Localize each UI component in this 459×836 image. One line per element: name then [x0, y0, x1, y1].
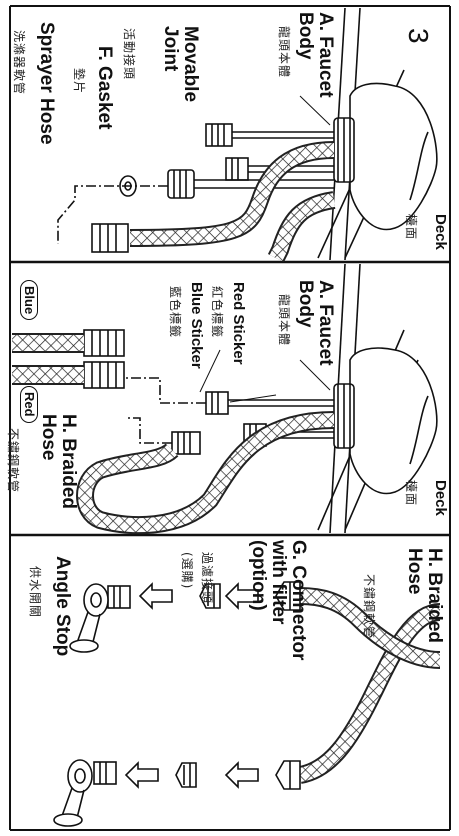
movable-joint-label: Movable Joint	[160, 26, 201, 103]
connector-filter-label-zh: 過濾接頭	[200, 552, 214, 605]
panel1-faucet-body-label: A. Faucet Body	[295, 12, 336, 98]
panel3-braided-hose	[297, 587, 442, 784]
step-number: 3	[403, 28, 434, 44]
sprayer-hose-label-zh: 洗滌器軟管	[12, 30, 26, 96]
panel2-drawing	[83, 263, 438, 534]
red-hose-tag: Red	[20, 386, 38, 423]
red-sticker-label-zh: 紅色標籤	[210, 286, 224, 339]
panel-frames	[9, 5, 451, 831]
panel2-deck-label-zh: 檯面	[404, 480, 418, 507]
gasket-label: F. Gasket	[94, 46, 115, 130]
red-sticker-label: Red Sticker	[230, 282, 247, 365]
blue-hose-tag: Blue	[20, 280, 38, 321]
panel1-braided-hose	[129, 141, 336, 263]
panel1-deck-label-zh: 檯面	[404, 214, 418, 241]
panel2-braided-hose-label: H. Braided Hose	[38, 414, 79, 510]
panel2-faucet-body-label: A. Faucet Body	[295, 280, 336, 366]
movable-joint-label-zh: 活動接頭	[122, 28, 136, 81]
panel3-braided-hose-label-zh: 不鏽鋼軟管	[362, 574, 376, 640]
panel3-drawing	[53, 581, 301, 827]
gasket-label-zh: 墊片	[72, 68, 86, 95]
angle-stop-label: Angle Stop	[52, 556, 73, 657]
blue-sticker-label: Blue Sticker	[188, 282, 205, 369]
panel3-braided-hose-label: H. Braided Hose	[404, 548, 445, 644]
connector-filter-label: G. Connector with filter (option)	[248, 540, 309, 661]
panel2-deck-label: Deck	[432, 480, 449, 516]
panel1-drawing	[57, 7, 438, 261]
panel1-deck-label: Deck	[432, 214, 449, 250]
panel2-braided-hose-label-zh: 不鏽鋼軟管	[6, 428, 20, 494]
panel2-braided-hoses	[12, 333, 335, 535]
panel1-faucet-body-label-zh: 龍頭本體	[277, 26, 291, 79]
blue-sticker-label-zh: 藍色標籤	[168, 286, 182, 339]
connector-option-label-zh: (選購)	[180, 552, 194, 590]
panel2-faucet-body-label-zh: 龍頭本體	[277, 294, 291, 347]
label-pointers	[199, 95, 331, 403]
sprayer-hose-label: Sprayer Hose	[36, 22, 57, 145]
angle-stop-label-zh: 供水開關	[28, 566, 42, 619]
